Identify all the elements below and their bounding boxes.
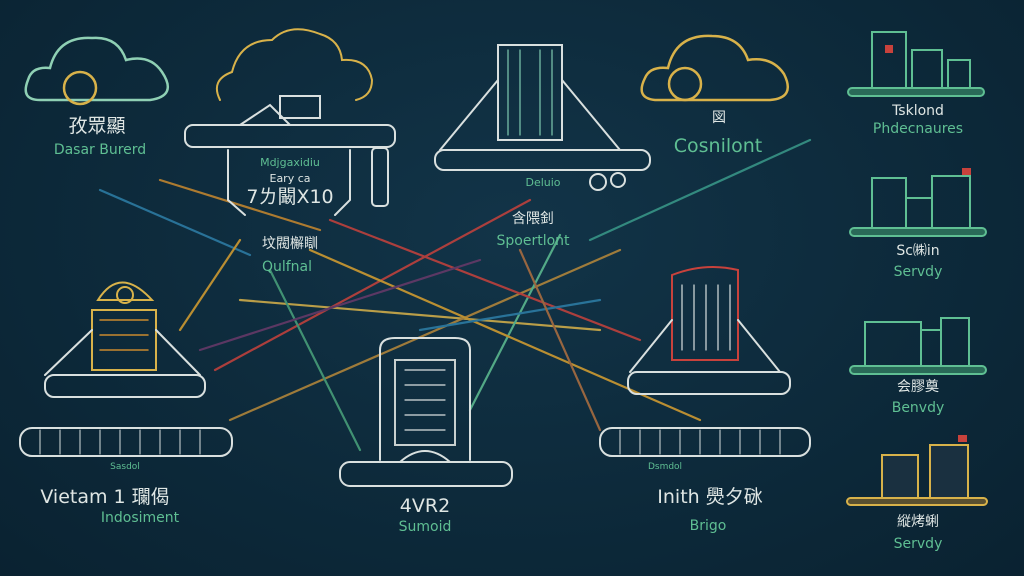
- bottom-left-title: Vietam 1 瓓偈: [40, 486, 170, 508]
- sidebar-item-1-title: Tsklond: [892, 103, 944, 119]
- connector-lines: [98, 138, 812, 452]
- cloud-right-subtitle: Cosnilont: [673, 135, 763, 157]
- monorail-station-icon: [339, 337, 513, 487]
- sidebar-building-icon-4: [846, 435, 988, 506]
- cloud-left-subtitle: Dasar Burerd: [53, 142, 147, 158]
- cloud-right-title: 図: [712, 110, 726, 126]
- sidebar-item-4-title: 縦烤蜊: [897, 514, 939, 530]
- sidebar-item-1-subtitle: Phdecnaures: [872, 121, 964, 137]
- station-cloud-icon: [184, 28, 396, 216]
- bottom-right-title: Inith 爂夕砯: [657, 486, 763, 508]
- bottom-right-label: Dsmdol: [647, 462, 683, 472]
- tower-building-icon: [434, 44, 651, 191]
- gold-tower-station-icon: [19, 281, 233, 457]
- sidebar-item-2-title: Sc㈱in: [896, 243, 940, 259]
- sidebar-building-icon-2: [849, 168, 987, 237]
- sidebar-building-icon-1: [847, 31, 985, 97]
- bottom-left-label: Sasdol: [110, 462, 140, 472]
- sidebar-item-3-subtitle: Benvdy: [891, 400, 945, 416]
- bottom-left-subtitle: Indosiment: [100, 510, 180, 526]
- sidebar-item-3-title: 会膠奠: [897, 379, 939, 395]
- red-tower-station-icon: [599, 266, 811, 457]
- cloud-left-title: 孜眾顯: [68, 115, 126, 137]
- tower-label: Deluio: [525, 176, 561, 189]
- sidebar-building-icon-3: [849, 317, 987, 375]
- mid-left-title: 坟閥檞瞓: [262, 236, 318, 252]
- mid-left-subtitle: Qulfnal: [261, 259, 313, 275]
- sidebar-item-2-subtitle: Servdy: [893, 264, 943, 280]
- sidebar-item-4-subtitle: Servdy: [893, 536, 943, 552]
- bottom-right-subtitle: Brigo: [689, 518, 727, 534]
- cloud-icon: [640, 34, 789, 102]
- bottom-center-title: 4VR2: [399, 495, 451, 517]
- mid-right-subtitle: Spoertlont: [496, 233, 570, 249]
- cloud-icon: [24, 36, 170, 106]
- station-line3: 7ㄌ闞X10: [246, 186, 334, 208]
- station-line2: Eary ca: [269, 172, 311, 185]
- station-line1: Mdjgaxidiu: [260, 156, 320, 169]
- mid-right-title: 含隈釗: [512, 211, 554, 227]
- bottom-center-subtitle: Sumoid: [398, 519, 452, 535]
